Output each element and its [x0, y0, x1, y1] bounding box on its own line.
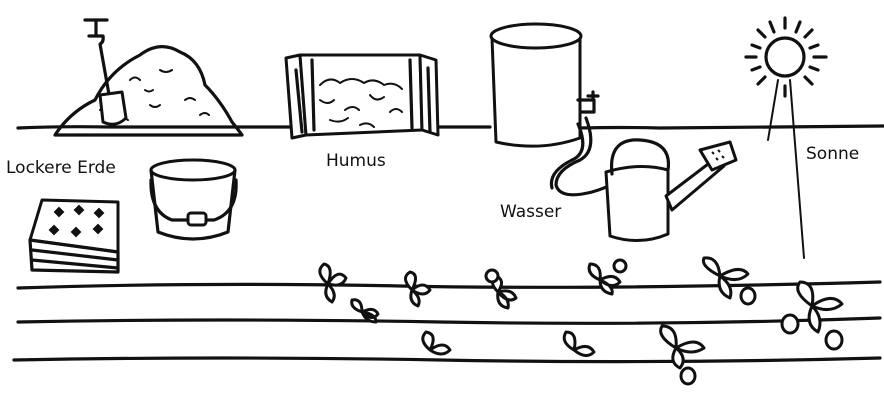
strawberry-plant [352, 300, 378, 322]
watering-can [606, 140, 736, 241]
label-humus: Humus [326, 153, 386, 170]
strawberry-plant [320, 264, 346, 302]
compost-box [286, 55, 438, 138]
water-barrel [491, 24, 630, 195]
strawberry-plant [486, 270, 516, 308]
strawberry-plant [661, 326, 704, 384]
seedling-tray [30, 200, 118, 272]
strawberry-plant [589, 260, 626, 294]
sun [746, 18, 826, 258]
label-sun: Sonne [806, 146, 859, 163]
ground-line [18, 126, 884, 128]
strawberry-plant [782, 282, 842, 349]
label-loose-soil: Lockere Erde [6, 160, 116, 177]
strawberry-plant [405, 272, 430, 306]
label-water: Wasser [500, 204, 561, 221]
bucket [151, 160, 236, 239]
strawberry-plant [423, 332, 450, 354]
soil-pile-with-shovel [55, 20, 242, 135]
strawberry-plant [564, 332, 594, 356]
strawberry-plant [703, 258, 755, 304]
